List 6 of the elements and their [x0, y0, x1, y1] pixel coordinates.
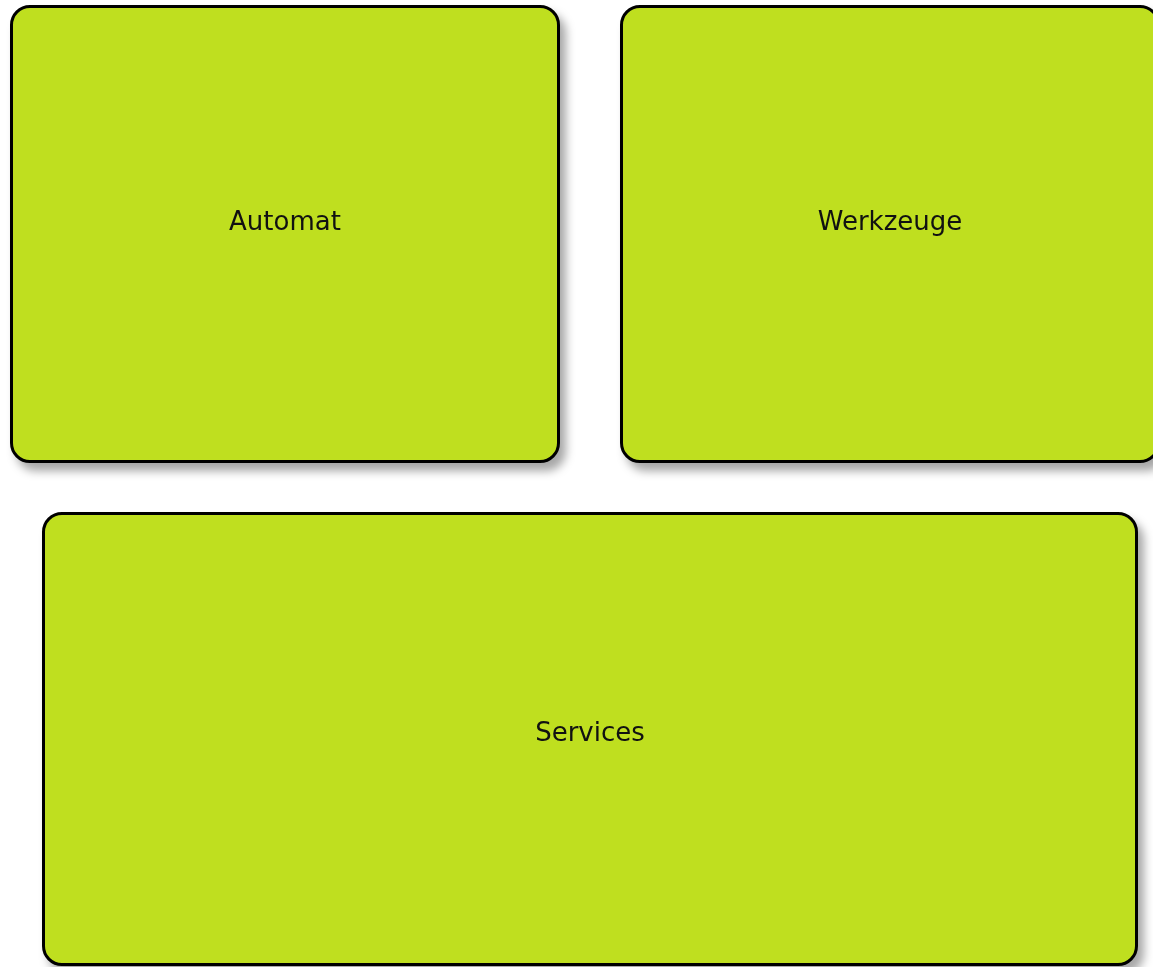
rounded-box	[620, 5, 1153, 463]
rounded-box	[42, 512, 1138, 966]
box-label: Werkzeuge	[816, 205, 964, 237]
box-label: Automat	[228, 205, 342, 237]
rounded-box	[10, 5, 560, 463]
box-label: Services	[534, 716, 646, 748]
